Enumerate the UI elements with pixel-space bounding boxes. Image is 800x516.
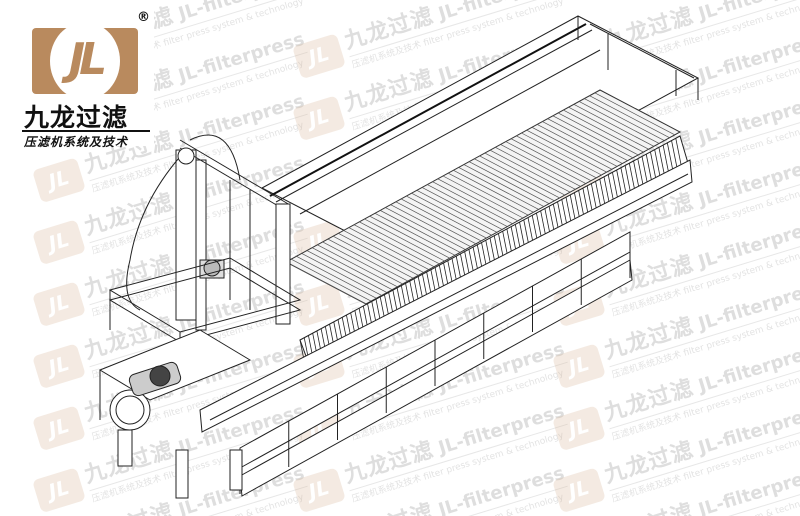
- brand-name: 九龙过滤: [24, 103, 129, 132]
- logo-mark-text: JL: [68, 34, 107, 85]
- filter-plate-stack: [284, 89, 682, 305]
- registered-trademark-icon: ®: [137, 10, 150, 25]
- plate-shifter-gantry: [108, 134, 302, 360]
- logo-divider: [22, 130, 150, 132]
- hydraulic-head: [98, 329, 252, 499]
- overhead-frame: [260, 15, 700, 251]
- side-beam: [199, 159, 693, 497]
- brand-tagline: 压滤机系统及技术: [24, 135, 129, 149]
- logo-mark: JL: [32, 22, 138, 100]
- brand-logo: JL ® 九龙过滤 压滤机系统及技术: [14, 6, 154, 149]
